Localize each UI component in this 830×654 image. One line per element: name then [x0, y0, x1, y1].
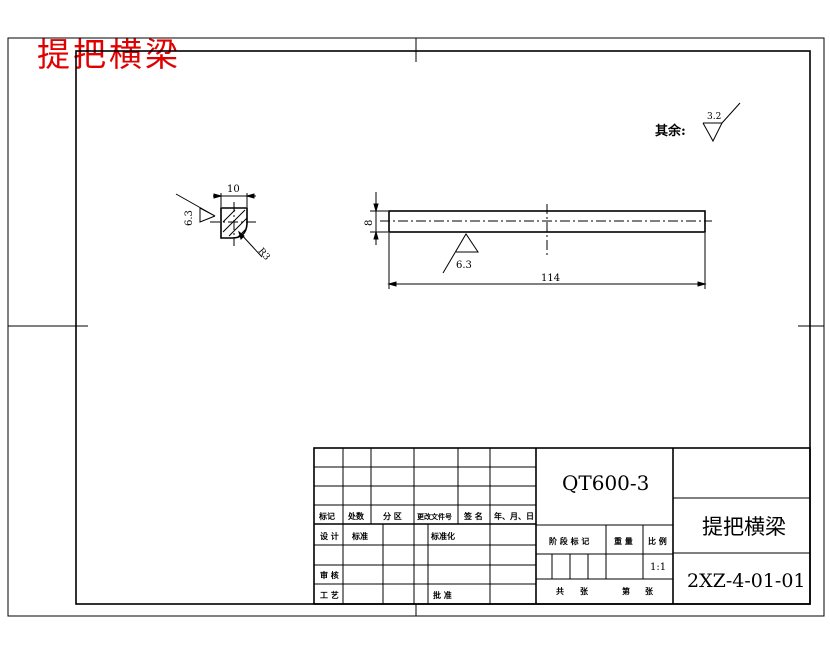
section-width-dimension [213, 193, 256, 207]
sheets-total-a: 共 [556, 586, 564, 596]
role-standard-left: 标准 [351, 531, 368, 541]
weight-label: 重 量 [614, 536, 633, 546]
roughness-note-value: 3.2 [707, 112, 721, 122]
drawing-number: 2XZ-4-01-01 [687, 570, 806, 592]
section-roughness-label: 6.3 [184, 210, 195, 226]
rev-header-date: 年、月、日 [494, 511, 534, 521]
rev-header-zone: 分 区 [383, 511, 402, 521]
roughness-note: 其余: 3.2 [655, 102, 741, 143]
drawing-title-watermark: 提把横梁 [37, 35, 181, 74]
inner-border [75, 50, 811, 605]
role-standardize: 标准化 [430, 531, 455, 541]
material-label: QT600-3 [562, 471, 649, 495]
part-view: 8 6.3 114 [364, 192, 712, 289]
sheets-total-b: 张 [580, 586, 589, 596]
part-roughness-label: 6.3 [456, 260, 472, 271]
part-roughness-symbol-icon [442, 233, 479, 274]
rev-header-mark: 标记 [318, 511, 335, 521]
rev-header-change-doc: 更改文件号 [417, 512, 452, 521]
section-view: 10 6.3 R3 [175, 184, 272, 263]
title-block: 标记 处数 分 区 更改文件号 签 名 年、月、日 设 计 标准 标准化 审 核… [313, 447, 811, 605]
role-approve: 批 准 [433, 590, 452, 600]
sheet-no-a: 第 [622, 586, 630, 596]
section-chamfer-leader [238, 230, 263, 258]
roughness-note-label: 其余: [655, 123, 686, 139]
role-review: 审 核 [320, 570, 339, 580]
part-thickness-label: 8 [364, 220, 375, 226]
section-centerlines [210, 202, 258, 246]
title-block-grid [314, 448, 810, 604]
stage-mark-label: 阶 段 标 记 [549, 536, 589, 546]
rev-header-count: 处数 [347, 511, 365, 521]
part-length-dimension [387, 233, 707, 289]
centering-marks [8, 38, 824, 616]
part-name: 提把横梁 [702, 515, 786, 539]
role-design: 设 计 [320, 531, 339, 541]
part-length-label: 114 [541, 273, 560, 284]
part-thickness-dimension [370, 192, 388, 245]
scale-value: 1:1 [650, 562, 666, 573]
role-process: 工 艺 [320, 590, 339, 600]
roughness-symbol-icon [702, 102, 741, 143]
section-chamfer-label: R3 [256, 247, 272, 263]
section-width-label: 10 [227, 184, 240, 195]
section-roughness-symbol-icon [175, 193, 216, 223]
title-block-frame [313, 447, 811, 605]
rev-header-signature: 签 名 [463, 511, 483, 521]
sheet-no-b: 张 [645, 586, 654, 596]
scale-header-label: 比 例 [648, 536, 667, 546]
